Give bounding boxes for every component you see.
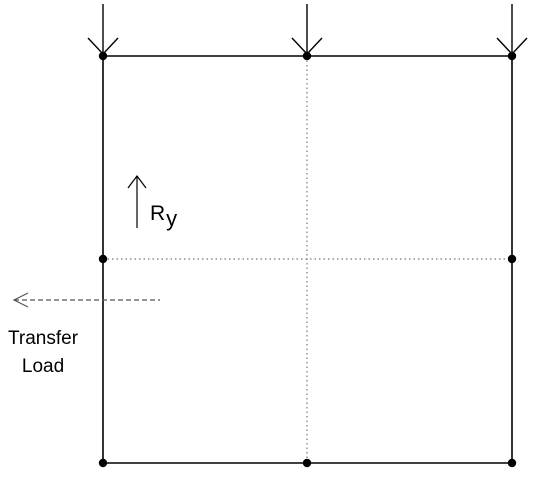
node-middle-right [507,254,517,264]
down-arrow-icon [496,4,528,56]
transfer-label-line-1: Transfer [8,328,79,349]
reaction-symbol: R [150,202,166,225]
node-bottom-left [98,458,108,468]
node-top-left [98,51,108,61]
node-bottom-right [507,458,517,468]
node-top-right [507,51,517,61]
node-middle-left [98,254,108,264]
down-arrow-icon [291,4,323,56]
transfer-load-label: Transfer Load [8,325,78,381]
down-arrow-icon [87,4,119,56]
transfer-label-line-2: Load [21,356,65,377]
reaction-subscript: y [166,206,178,231]
left-arrow-icon [12,292,160,308]
node-bottom-center [302,458,312,468]
reaction-label: Ry [150,203,177,230]
node-top-center [302,51,312,61]
up-arrow-icon [127,175,147,228]
